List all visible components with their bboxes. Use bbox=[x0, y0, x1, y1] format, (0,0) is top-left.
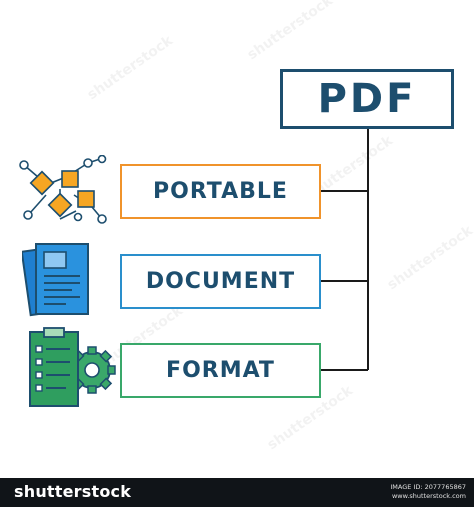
document-icon bbox=[22, 243, 89, 317]
portable-box: PORTABLE bbox=[120, 164, 321, 219]
brand-logo: shutterstock bbox=[14, 482, 132, 501]
workflow-icon bbox=[19, 155, 107, 224]
diagram-canvas: shutterstock shutterstock shutterstock s… bbox=[19, 0, 474, 454]
connector-lines bbox=[321, 129, 369, 371]
pdf-title: PDF bbox=[317, 76, 417, 122]
format-box: FORMAT bbox=[120, 343, 321, 398]
pdf-title-box: PDF bbox=[280, 69, 454, 129]
site-url: www.shutterstock.com bbox=[391, 492, 466, 500]
image-meta: IMAGE ID: 2077765867 www.shutterstock.co… bbox=[390, 483, 466, 501]
portable-label: PORTABLE bbox=[153, 179, 288, 204]
clipboard-gear-icon bbox=[29, 327, 116, 407]
footer-bar: shutterstock IMAGE ID: 2077765867 www.sh… bbox=[0, 478, 474, 507]
document-label: DOCUMENT bbox=[145, 269, 296, 294]
document-box: DOCUMENT bbox=[120, 254, 321, 309]
format-label: FORMAT bbox=[166, 358, 275, 383]
image-id: IMAGE ID: 2077765867 bbox=[390, 483, 466, 491]
